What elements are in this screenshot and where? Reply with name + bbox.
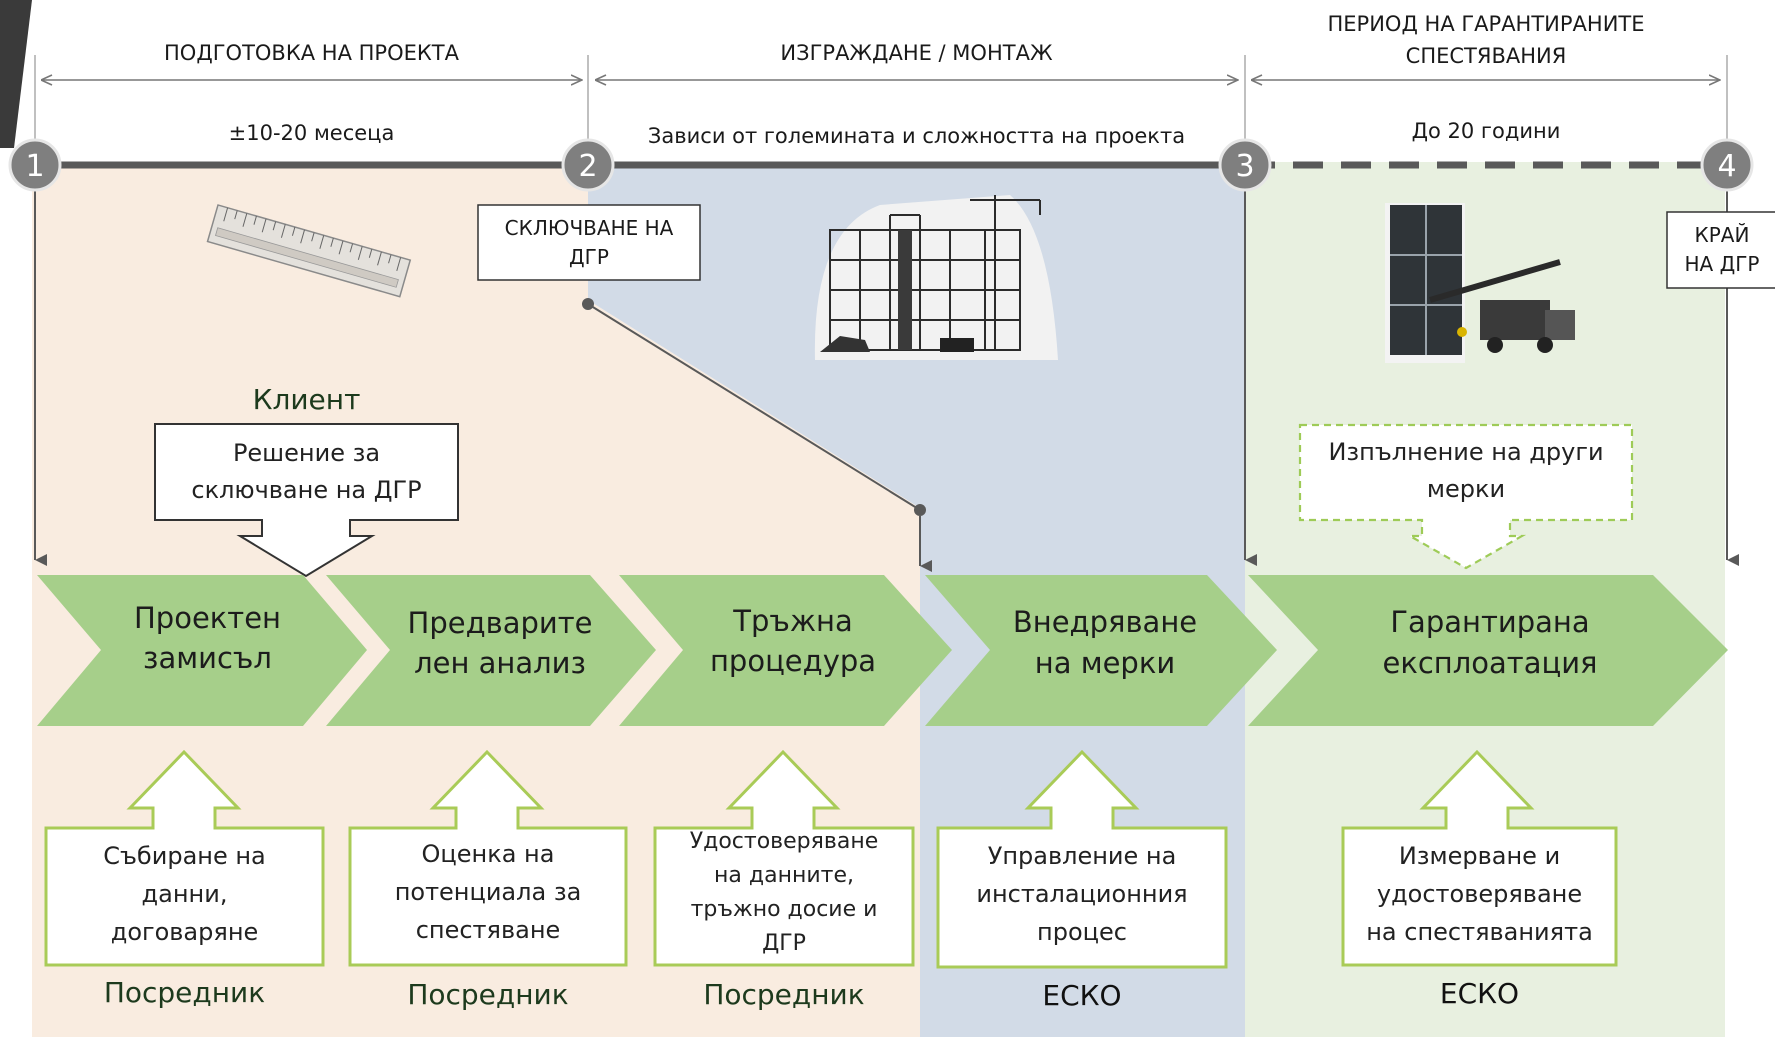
milestone-number-2: 2	[578, 149, 597, 184]
activity-box-3	[653, 749, 915, 967]
client-label: Клиент	[252, 383, 361, 416]
prep-duration: ±10-20 месеца	[228, 121, 395, 145]
stage-4-label-line2: на мерки	[1034, 646, 1176, 680]
guarantee-phase-header-line1: ПЕРИОД НА ГАРАНТИРАНИТЕ	[1327, 12, 1645, 36]
build-phase-header: ИЗГРАЖДАНЕ / МОНТАЖ	[780, 41, 1053, 65]
stage-1-label-line1: Проектен	[133, 601, 281, 635]
client-decision-line2: сключване на ДГР	[191, 476, 422, 504]
stage-chevron-4	[925, 575, 1277, 726]
build-duration: Зависи от големината и сложността на про…	[647, 124, 1186, 148]
stage-5-label-line2: експлоатация	[1382, 646, 1598, 680]
activity-2-line3: спестяване	[415, 916, 561, 944]
divider-dot-top	[582, 298, 594, 310]
stage-1-label-line2: замисъл	[143, 641, 272, 675]
stage-5-label-line1: Гарантирана	[1390, 605, 1590, 639]
activity-4-line1: Управление на	[987, 842, 1177, 870]
milestone-circle-1	[8, 138, 62, 192]
construction-site-icon	[814, 195, 1058, 360]
stage-chevron-1	[37, 575, 367, 726]
stage-4-label-line1: Внедряване	[1012, 605, 1198, 639]
activity-1-line1: Събиране на	[103, 842, 266, 870]
role-label-1: Посредник	[103, 976, 266, 1009]
client-decision-box	[154, 423, 459, 578]
client-decision-line1: Решение за	[232, 439, 381, 467]
activity-box-1	[44, 749, 325, 967]
contract-divider-line	[587, 303, 921, 511]
stage-chevron-5	[1248, 575, 1728, 726]
end-contract-line1: КРАЙ	[1694, 223, 1750, 247]
stage-2-label-line1: Предварите	[407, 606, 593, 640]
contract-signing-box	[477, 204, 701, 281]
guarantee-phase-header-line2: СПЕСТЯВАНИЯ	[1405, 44, 1567, 68]
role-label-2: Посредник	[407, 978, 569, 1011]
activity-4-line3: процес	[1037, 918, 1127, 946]
activity-5-line1: Измерване и	[1398, 842, 1561, 870]
activity-3-line3: тръжно досие и	[690, 897, 878, 922]
activity-box-4	[936, 749, 1228, 969]
stage-2-label-line2: лен анализ	[414, 646, 586, 680]
milestone-number-1: 1	[25, 149, 44, 184]
milestone-number-3: 3	[1235, 149, 1254, 184]
milestone-number-4: 4	[1717, 149, 1736, 184]
activity-3-line1: Удостоверяване	[689, 829, 879, 854]
activity-3-line2: на данните,	[714, 863, 854, 888]
role-label-3: Посредник	[703, 978, 865, 1011]
activity-4-line2: инсталационния	[976, 880, 1188, 908]
role-label-5: ЕСКО	[1439, 977, 1520, 1010]
milestone-circle-2	[561, 138, 615, 192]
divider-dot-bottom	[914, 504, 926, 516]
stage-chevron-2	[326, 575, 656, 726]
stage-chevron-3	[619, 575, 952, 726]
contract-label-line1: СКЛЮЧВАНЕ НА	[504, 216, 674, 240]
corner-decoration	[0, 0, 32, 148]
contract-label-line2: ДГР	[569, 245, 609, 269]
role-label-4: ЕСКО	[1042, 979, 1122, 1012]
activity-3-line4: ДГР	[762, 931, 806, 956]
end-contract-line2: НА ДГР	[1684, 252, 1760, 276]
activity-2-line2: потенциала за	[394, 878, 582, 906]
other-measures-line2: мерки	[1426, 475, 1506, 503]
milestone-circle-3	[1218, 138, 1272, 192]
activity-5-line3: на спестяванията	[1366, 918, 1593, 946]
milestone-circle-4	[1700, 138, 1754, 192]
prep-phase-header: ПОДГОТОВКА НА ПРОЕКТА	[164, 41, 459, 65]
activity-5-line2: удостоверяване	[1376, 880, 1583, 908]
activity-1-line2: данни,	[141, 880, 228, 908]
activity-box-5	[1341, 749, 1618, 967]
other-measures-line1: Изпълнение на други	[1328, 438, 1604, 466]
activity-2-line1: Оценка на	[421, 840, 555, 868]
activity-1-line3: договаряне	[110, 918, 259, 946]
maintenance-truck-icon	[1385, 203, 1575, 363]
stage-3-label-line1: Тръжна	[733, 604, 853, 638]
stage-3-label-line2: процедура	[709, 644, 877, 678]
activity-box-2	[348, 749, 628, 967]
end-of-contract-box	[1666, 211, 1775, 289]
other-measures-box	[1298, 423, 1634, 570]
ruler-icon	[206, 204, 412, 298]
guarantee-duration: До 20 години	[1411, 119, 1561, 143]
